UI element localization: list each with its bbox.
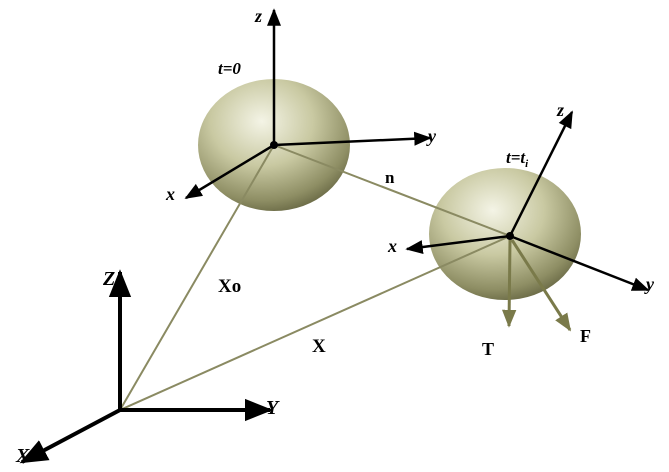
global-z-label: Z [102,268,115,290]
sphere1-y-axis [509,234,650,292]
vector-x0-label: Xo [218,276,241,297]
sphere0-x-label: x [165,184,175,204]
sphere0-y-label: y [426,126,437,146]
global-x-label: X [15,445,30,467]
vector-n-line [273,144,511,237]
sphere0-z-label: z [254,6,262,26]
force-f-arrow [510,239,572,332]
force-f-label: F [580,326,591,346]
sphere1-z-axis [508,110,574,237]
sphere1-origin-dot [506,232,514,240]
sphere1-y-label: y [644,274,655,294]
vector-x-label: X [312,336,326,357]
sphere1-x-axis [405,234,511,254]
force-t-label: T [482,339,494,359]
sphere0-time-label: t=0 [218,59,241,78]
global-x-axis [19,408,121,464]
force-t-arrow [501,239,517,328]
sphere0-x-axis [184,143,275,200]
vector-x-line [119,235,511,411]
sphere1-time-subscript: i [525,158,529,170]
sphere1-time-label: t=ti [506,148,529,170]
sphere1-z-label: z [556,100,564,120]
sphere0-origin-dot [270,141,278,149]
vector-x0-line [119,144,275,411]
vector-n-label: n [385,168,395,187]
global-y-label: Y [266,397,280,419]
sphere1-x-label: x [387,236,397,256]
sphere0-y-axis [273,131,432,147]
